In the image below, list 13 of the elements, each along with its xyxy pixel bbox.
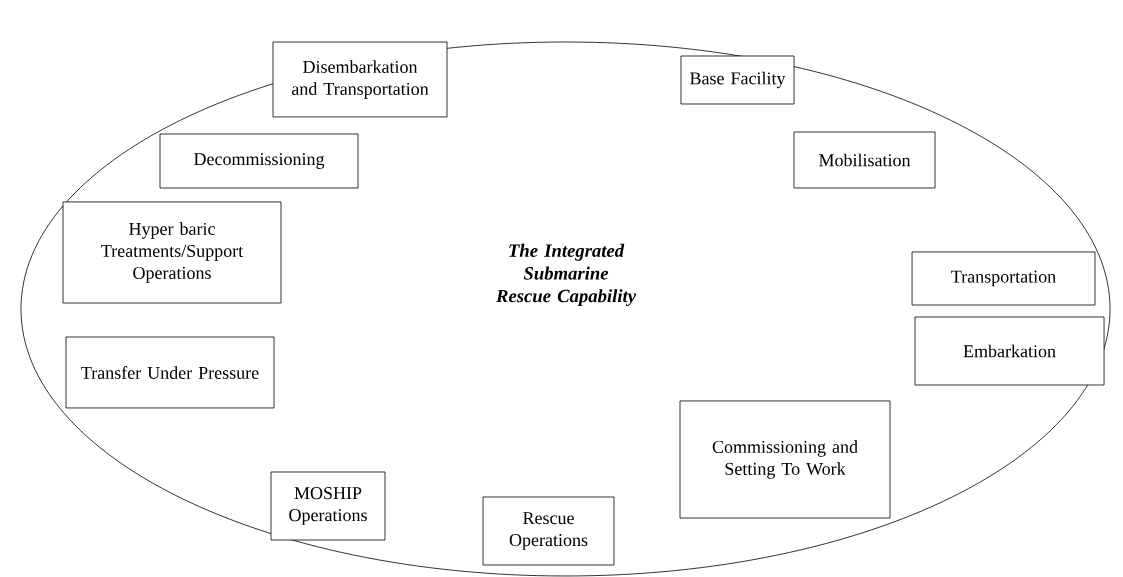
process-box: Disembarkation and Transportation — [272, 41, 448, 118]
process-box: Decommissioning — [159, 133, 359, 189]
process-box: Rescue Operations — [482, 496, 615, 566]
process-box: Commissioning and Setting To Work — [679, 400, 891, 519]
process-box: Base Facility — [680, 55, 795, 105]
center-title: The Integrated Submarine Rescue Capability — [496, 243, 637, 307]
process-box: Mobilisation — [793, 131, 936, 189]
process-box: Transportation — [911, 251, 1096, 306]
process-box: Embarkation — [914, 316, 1105, 386]
process-box: Hyper baric Treatments/Support Operations — [62, 201, 282, 304]
ellipse — [20, 41, 1111, 577]
process-box: Transfer Under Pressure — [65, 336, 275, 409]
process-box: MOSHIP Operations — [270, 471, 386, 541]
